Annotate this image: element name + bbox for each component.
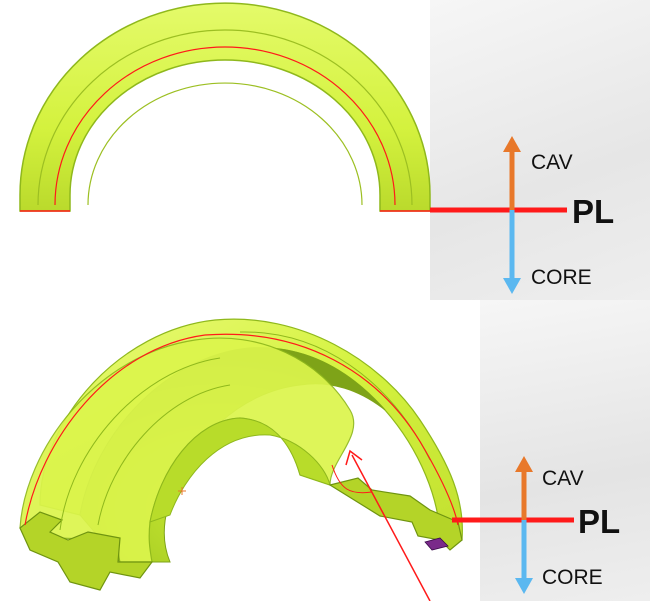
groove-line: [59, 357, 221, 531]
background-shade: [430, 0, 650, 300]
part-parting-trace: [24, 334, 206, 526]
part-parting-trace: [54, 46, 396, 206]
front-view-drawing: [19, 2, 567, 294]
cavity-arrowhead: [503, 136, 521, 152]
arch-groove-outer: [37, 29, 413, 206]
front-view-panel: CAV PL CORE: [0, 0, 650, 300]
insert-face: [424, 537, 449, 551]
cavity-label: CAV: [531, 151, 573, 174]
left-end-profile: [19, 511, 154, 591]
right-end-profile: [328, 477, 463, 551]
cavity-arrowhead: [515, 456, 533, 472]
arch-part: [19, 2, 431, 212]
core-label: CORE: [531, 266, 592, 289]
core-arrowhead: [503, 278, 521, 294]
isometric-view-drawing: [19, 318, 574, 601]
cavity-label: CAV: [542, 467, 584, 490]
groove-line: [97, 384, 231, 526]
background-shade: [480, 300, 650, 601]
arch-groove-inner: [87, 82, 363, 206]
parting-line-label: PL: [572, 193, 615, 230]
isometric-view-panel: CAV PL CORE: [0, 300, 650, 601]
part-parting-trace: [204, 333, 459, 526]
core-label: CORE: [542, 566, 603, 589]
part-parting-trace: [331, 464, 373, 494]
origin-marker: [178, 487, 186, 495]
callout-arrow: [351, 454, 431, 601]
parting-line-label: PL: [578, 503, 621, 540]
core-arrowhead: [515, 578, 533, 594]
callout-arrowhead: [345, 449, 363, 466]
